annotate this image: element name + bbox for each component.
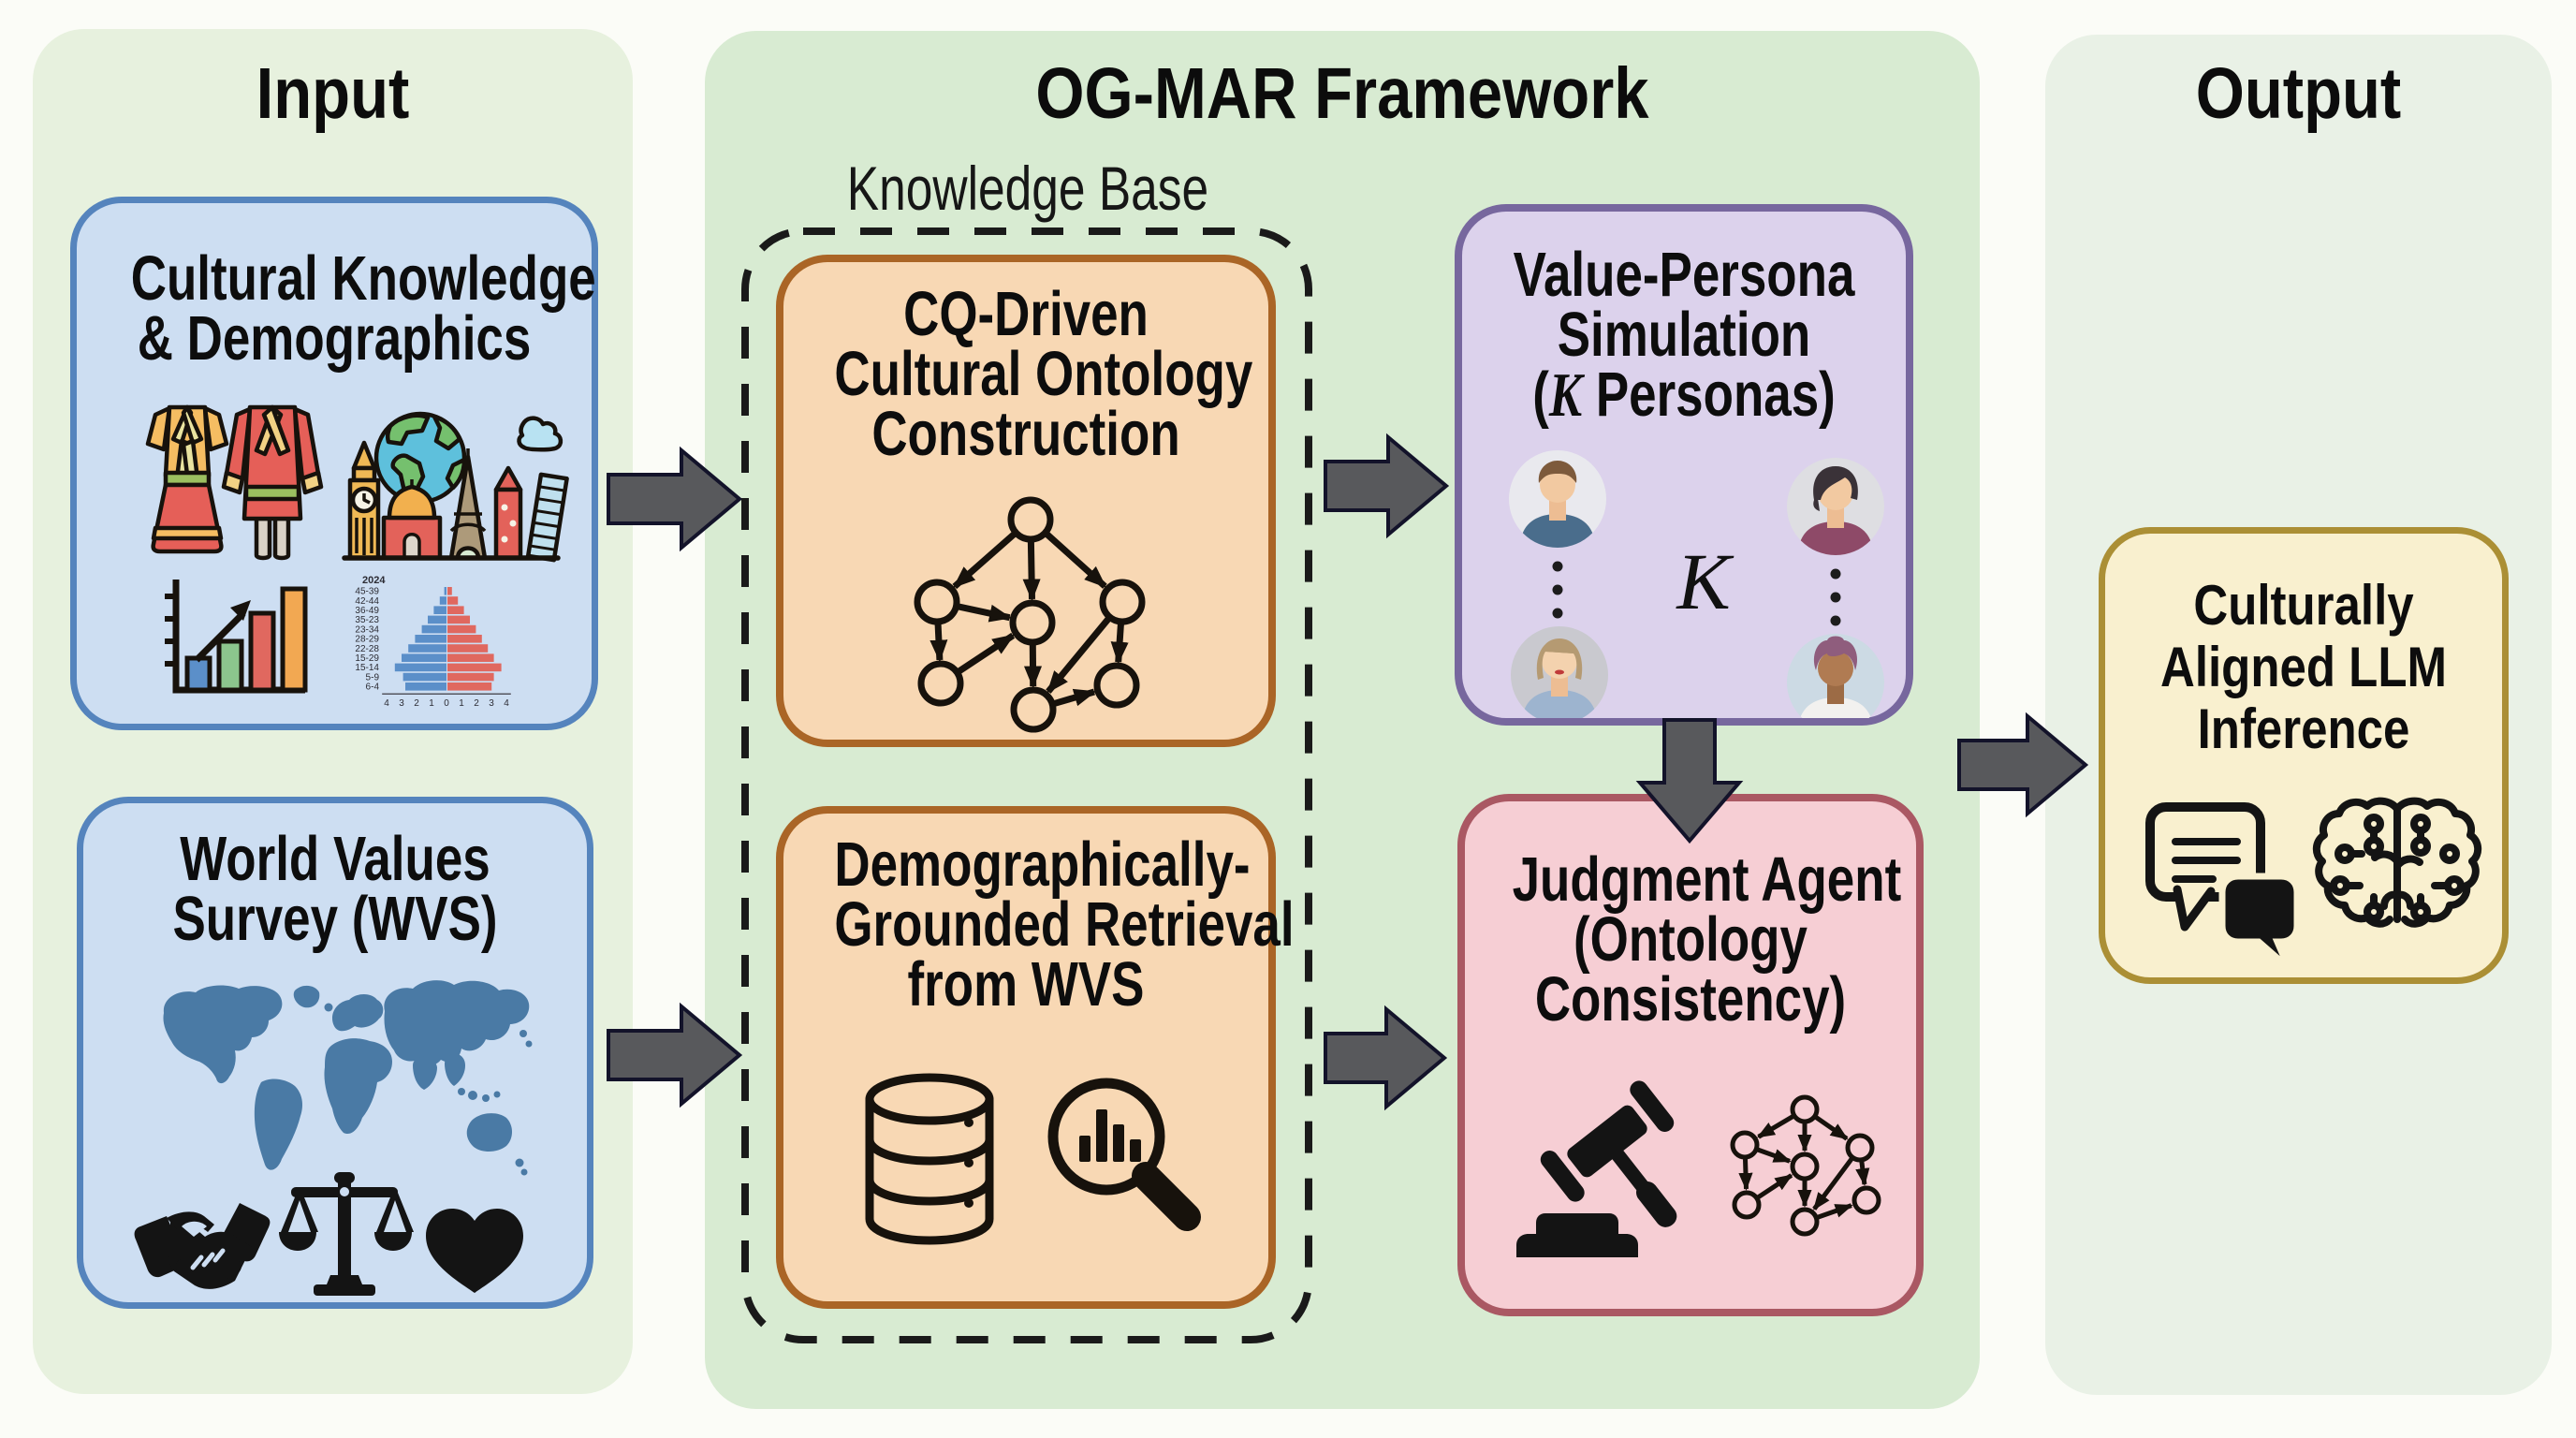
- svg-text:15-14: 15-14: [355, 663, 379, 673]
- cultural-knowledge-box: Cultural Knowledge & Demographics: [70, 197, 598, 730]
- svg-text:23-34: 23-34: [355, 624, 379, 635]
- svg-text:5-9: 5-9: [366, 672, 380, 682]
- title-line: Value-Persona: [1513, 240, 1855, 310]
- magnifier-chart-icon: [1047, 1078, 1201, 1231]
- traditional-dress-icon: [145, 404, 229, 554]
- world-map-icon: [163, 980, 533, 1176]
- growth-chart-icon: [165, 580, 308, 694]
- svg-text:0: 0: [444, 698, 449, 709]
- llm-inference-box: Culturally Aligned LLM Inference: [2099, 527, 2509, 984]
- cultural-knowledge-title: Cultural Knowledge & Demographics: [130, 243, 596, 374]
- consistency-graph-nodes: [1730, 1094, 1881, 1237]
- wvs-title: World Values Survey (WVS): [136, 824, 534, 954]
- svg-text:4: 4: [384, 698, 389, 709]
- title-line: Consistency): [1534, 964, 1847, 1034]
- title-line: Inference: [2197, 697, 2410, 760]
- svg-text:3: 3: [489, 698, 494, 709]
- persona-avatar-female1: [1787, 458, 1884, 555]
- svg-text:1: 1: [429, 698, 434, 709]
- ontology-graph-icon: [929, 532, 1129, 707]
- title-line: Demographically-: [834, 829, 1251, 900]
- consistency-graph-icon: [1738, 1114, 1870, 1220]
- title-line: Simulation: [1557, 300, 1811, 370]
- svg-text:2: 2: [474, 698, 479, 709]
- title-line: Survey (WVS): [172, 884, 498, 954]
- scales-icon: [279, 1172, 414, 1296]
- persona-avatar-female2: [1511, 626, 1608, 718]
- title-text: (: [1532, 360, 1549, 430]
- framework-title: OG-MAR Framework: [1035, 53, 1649, 134]
- title-line: (Ontology: [1573, 904, 1808, 975]
- title-line: CQ-Driven: [903, 279, 1149, 349]
- globe-landmarks-icon: [342, 411, 569, 563]
- svg-text:6-4: 6-4: [366, 682, 380, 693]
- svg-text:22-28: 22-28: [355, 644, 379, 654]
- persona-box: Value-Persona Simulation (K Personas) K: [1455, 204, 1913, 726]
- k-italic: K: [1548, 360, 1583, 430]
- ellipsis-dots: [1552, 561, 1841, 626]
- cq-ontology-box: CQ-Driven Cultural Ontology Construction: [776, 255, 1276, 747]
- svg-text:2: 2: [414, 698, 419, 709]
- cq-ontology-title: CQ-Driven Cultural Ontology Construction: [834, 279, 1253, 469]
- title-line: Cultural Ontology: [834, 339, 1253, 409]
- svg-text:15-29: 15-29: [355, 653, 379, 664]
- traditional-robe-icon: [221, 404, 324, 561]
- svg-text:45-39: 45-39: [355, 587, 379, 597]
- gavel-icon: [1516, 1080, 1677, 1257]
- svg-text:2024: 2024: [362, 575, 386, 586]
- title-line: from WVS: [907, 949, 1145, 1020]
- persona-title: Value-Persona Simulation (K Personas): [1509, 240, 1859, 427]
- svg-text:28-29: 28-29: [355, 635, 379, 645]
- title-line: Aligned LLM: [2160, 636, 2447, 698]
- svg-text:36-49: 36-49: [355, 606, 379, 616]
- heart-icon: [426, 1209, 523, 1293]
- svg-text:42-44: 42-44: [355, 596, 379, 607]
- svg-text:4: 4: [504, 698, 509, 709]
- ontology-graph-nodes: [914, 496, 1146, 733]
- persona-avatar-male2: [1787, 634, 1884, 718]
- title-text: Personas): [1582, 360, 1836, 430]
- chat-bubbles-icon: [2145, 802, 2301, 971]
- title-line: (K Personas): [1509, 363, 1859, 427]
- database-icon: [865, 1073, 994, 1245]
- svg-text:1: 1: [459, 698, 464, 709]
- population-pyramid-icon: 202445-3942-4436-4935-2323-3428-2922-281…: [355, 575, 511, 709]
- retrieval-box: Demographically- Grounded Retrieval from…: [776, 806, 1295, 1309]
- brain-circuit-icon: [2312, 797, 2482, 928]
- svg-text:35-23: 35-23: [355, 615, 379, 625]
- knowledge-base-label: Knowledge Base: [846, 154, 1209, 223]
- title-line: Cultural Knowledge: [130, 243, 596, 314]
- k-symbol: K: [1676, 536, 1731, 626]
- title-line: World Values: [180, 824, 490, 894]
- input-title: Input: [256, 53, 410, 134]
- svg-text:3: 3: [399, 698, 404, 709]
- llm-inference-title: Culturally Aligned LLM Inference: [2135, 575, 2472, 760]
- persona-avatar-male1: [1509, 450, 1606, 548]
- judgment-title: Judgment Agent (Ontology Consistency): [1512, 844, 1902, 1034]
- title-line: & Demographics: [137, 303, 532, 374]
- wvs-box: World Values Survey (WVS): [77, 797, 593, 1309]
- title-line: Judgment Agent: [1512, 844, 1902, 915]
- output-title: Output: [2195, 53, 2402, 134]
- judgment-box: Judgment Agent (Ontology Consistency): [1457, 794, 1924, 1316]
- title-line: Culturally: [2193, 574, 2414, 637]
- handshake-icon: [134, 1203, 271, 1289]
- title-line: Construction: [871, 399, 1180, 469]
